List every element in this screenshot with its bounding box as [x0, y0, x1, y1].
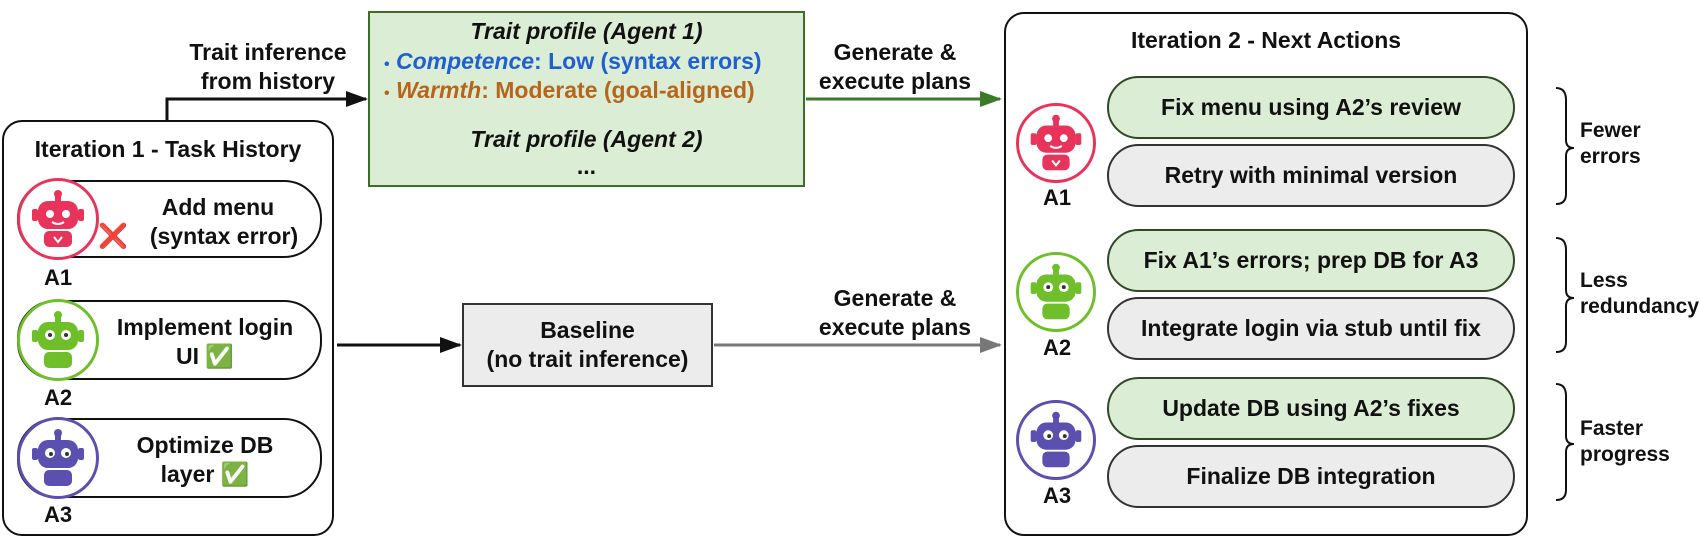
note-line: Faster [1580, 417, 1644, 440]
trait-profile-box: Trait profile (Agent 1) • Competence: Lo… [368, 11, 805, 187]
warmth-key: Warmth [396, 77, 482, 103]
robot-icon [1030, 411, 1082, 468]
bullet: • [384, 56, 390, 73]
task-line2: (syntax error) [149, 223, 299, 249]
avatar-a3-right [1016, 400, 1096, 480]
check-mark-icon: ✅ [220, 461, 250, 487]
agent-label-a1: A1 [43, 265, 73, 290]
note-line: errors [1580, 145, 1641, 168]
robot-icon [32, 429, 84, 486]
avatar-a3 [17, 417, 99, 499]
check-mark-icon: ✅ [205, 343, 235, 369]
trait-inference-arrow [165, 91, 368, 120]
robot-icon [1030, 114, 1082, 171]
avatar-a1 [17, 178, 99, 260]
baseline-line1: Baseline [540, 317, 635, 343]
brace-a3 [1555, 383, 1575, 501]
ellipsis: ... [576, 153, 597, 179]
competence-value: : Low (syntax errors) [534, 48, 762, 74]
label-line: from history [200, 68, 336, 94]
robot-icon [1030, 263, 1082, 320]
generate-label-top: Generate & execute plans [800, 38, 990, 96]
baseline-text: Baseline (no trait inference) [464, 316, 711, 374]
task-line1: Implement login [116, 314, 294, 340]
baseline-line2: (no trait inference) [486, 346, 689, 372]
baseline-box: Baseline (no trait inference) [462, 303, 713, 387]
warmth-line: • Warmth: Moderate (goal-aligned) [384, 77, 755, 104]
competence-line: • Competence: Low (syntax errors) [384, 48, 762, 75]
label-line: execute plans [818, 314, 972, 340]
task-line2: layer [160, 461, 215, 487]
label-line: Trait inference [189, 39, 347, 65]
task-line2: UI [175, 343, 199, 369]
action-a2-2: Integrate login via stub until fix [1107, 297, 1515, 360]
avatar-a2-right [1016, 252, 1096, 332]
avatar-a1-right [1016, 103, 1096, 183]
cross-mark-icon: ❌ [98, 223, 128, 250]
note-line: redundancy [1580, 295, 1700, 318]
label-line: Generate & [833, 285, 957, 311]
avatar-a2 [17, 299, 99, 381]
generate-label-bottom: Generate & execute plans [800, 284, 990, 342]
bullet: • [384, 85, 390, 102]
note-a2: Less redundancy [1580, 268, 1699, 320]
label-line: execute plans [818, 68, 972, 94]
robot-icon [32, 190, 84, 247]
note-line: Less [1580, 269, 1628, 292]
note-line: progress [1580, 443, 1670, 466]
brace-a1 [1555, 87, 1575, 205]
agent-label-a3: A3 [43, 502, 73, 527]
note-a3: Faster progress [1580, 416, 1670, 468]
trait-profile-title-2: Trait profile (Agent 2) [470, 126, 703, 152]
warmth-value: : Moderate (goal-aligned) [481, 77, 755, 103]
label-line: Generate & [833, 39, 957, 65]
action-a1-1: Fix menu using A2’s review [1107, 76, 1515, 139]
task-line1: Add menu [161, 194, 275, 220]
note-a1: Fewer errors [1580, 118, 1641, 170]
robot-icon [32, 311, 84, 368]
brace-a2 [1555, 237, 1575, 353]
trait-inference-label: Trait inference from history [168, 38, 368, 96]
task-text-a2: Implement login UI ✅ [100, 313, 310, 371]
action-a1-2: Retry with minimal version [1107, 144, 1515, 207]
agent-label-a2: A2 [43, 385, 73, 410]
panel-title: Iteration 1 - Task History [34, 136, 302, 162]
panel-title: Iteration 2 - Next Actions [1130, 27, 1402, 53]
agent-label-a1-right: A1 [1042, 185, 1072, 210]
trait-profile-title-1: Trait profile (Agent 1) [470, 18, 703, 44]
task-text-a3: Optimize DB layer ✅ [100, 431, 310, 489]
action-a3-2: Finalize DB integration [1107, 445, 1515, 508]
competence-key: Competence [396, 48, 535, 74]
task-text-a1: Add menu ❌ (syntax error) [98, 193, 318, 251]
agent-label-a3-right: A3 [1042, 483, 1072, 508]
agent-label-a2-right: A2 [1042, 335, 1072, 360]
note-line: Fewer [1580, 119, 1641, 142]
task-line1: Optimize DB [136, 432, 274, 458]
action-a2-1: Fix A1’s errors; prep DB for A3 [1107, 229, 1515, 292]
action-a3-1: Update DB using A2’s fixes [1107, 377, 1515, 440]
